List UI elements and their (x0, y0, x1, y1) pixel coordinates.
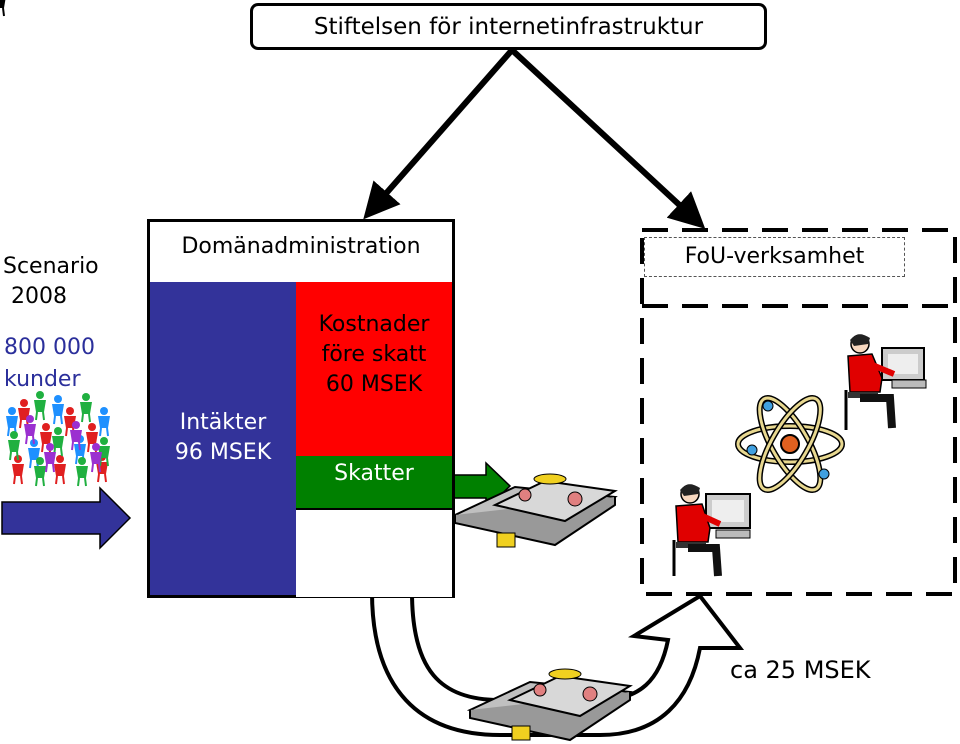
foundation-title-text: Stiftelsen för internetinfrastruktur (313, 13, 704, 40)
researcher-computer-icon (844, 334, 927, 430)
money-stack-icon (466, 668, 633, 742)
costs-line1: Kostnader (318, 312, 430, 337)
rnd-box (640, 228, 957, 596)
money-stack-icon (451, 473, 618, 548)
arrow-to-rnd (509, 47, 706, 229)
scenario-line1: Scenario (3, 254, 99, 279)
customers-label: 800 000 kunder (4, 332, 95, 396)
income-arrow (1, 486, 132, 550)
people-crowd-icon (0, 0, 111, 487)
costs-line3: 60 MSEK (325, 372, 423, 397)
surplus-u-arrow (369, 590, 745, 737)
income-value: 96 MSEK (174, 440, 272, 465)
scenario-line2: 2008 (11, 284, 67, 309)
domain-admin-box: Domänadministration Intäkter 96 MSEK Kos… (147, 219, 455, 598)
taxes-label: Skatter (334, 461, 414, 486)
foundation-title: Stiftelsen för internetinfrastruktur (250, 3, 767, 50)
researcher-computer-icon (672, 484, 751, 577)
transfer-amount: ca 25 MSEK (730, 656, 871, 684)
surplus-block (296, 508, 452, 597)
costs-block: Kostnader före skatt 60 MSEK (296, 282, 452, 456)
arrow-to-domain (363, 48, 515, 220)
taxes-block: Skatter (296, 456, 452, 508)
rnd-title: FoU-verksamhet (644, 237, 905, 277)
income-block: Intäkter 96 MSEK (150, 282, 296, 595)
customers-line2: kunder (4, 367, 81, 392)
scenario-label: Scenario 2008 (3, 252, 99, 312)
income-label: Intäkter (179, 410, 267, 435)
domain-admin-title: Domänadministration (181, 234, 421, 259)
costs-line2: före skatt (321, 342, 427, 367)
customers-line1: 800 000 (4, 335, 95, 360)
atom-icon (735, 395, 845, 493)
